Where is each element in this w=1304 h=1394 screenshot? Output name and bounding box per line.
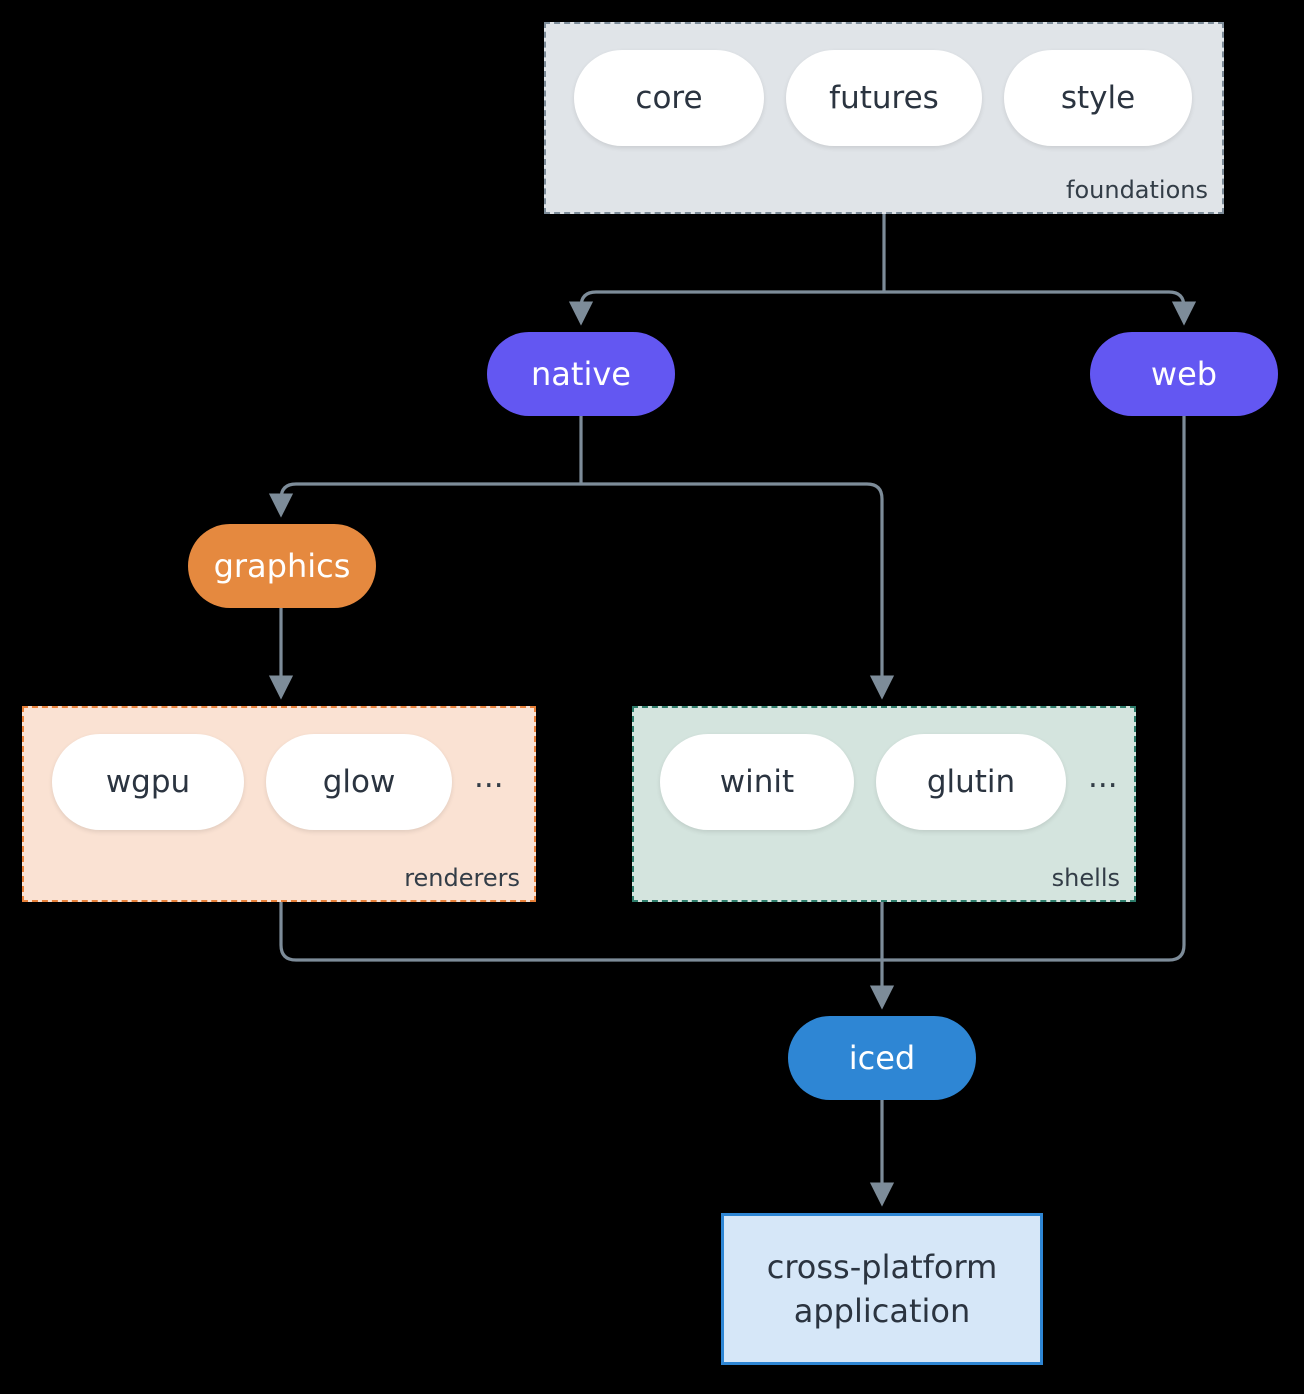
node-glutin-label: glutin <box>926 764 1016 800</box>
node-web-label: web <box>1150 355 1218 393</box>
node-web[interactable]: web <box>1090 332 1278 416</box>
group-renderers-items: wgpu glow ... <box>52 734 504 830</box>
renderers-more-ellipsis: ... <box>474 758 504 795</box>
node-native-label: native <box>531 355 631 393</box>
group-shells: winit glutin ... shells <box>632 706 1136 902</box>
group-foundations-items: core futures style <box>574 50 1192 146</box>
node-glutin[interactable]: glutin <box>876 734 1066 830</box>
shells-more-ellipsis: ... <box>1088 758 1118 795</box>
node-glow-label: glow <box>322 764 396 800</box>
edge-native-to-shells <box>581 482 895 700</box>
group-shells-label: shells <box>1051 864 1120 892</box>
node-winit[interactable]: winit <box>660 734 854 830</box>
group-shells-items: winit glutin ... <box>660 734 1118 830</box>
node-core[interactable]: core <box>574 50 764 146</box>
node-glow[interactable]: glow <box>266 734 452 830</box>
node-style-label: style <box>1060 80 1136 116</box>
node-graphics[interactable]: graphics <box>188 524 376 608</box>
group-foundations: core futures style foundations <box>544 22 1224 214</box>
group-renderers: wgpu glow ... renderers <box>22 706 536 902</box>
group-renderers-label: renderers <box>404 864 520 892</box>
node-application-label-line1: cross-platform <box>766 1247 998 1286</box>
node-style[interactable]: style <box>1004 50 1192 146</box>
edge-renderers-to-merge <box>279 902 882 962</box>
node-iced[interactable]: iced <box>788 1016 976 1100</box>
node-winit-label: winit <box>719 764 795 800</box>
node-iced-label: iced <box>848 1039 916 1077</box>
node-wgpu-label: wgpu <box>105 764 191 800</box>
edge-native-to-graphics <box>268 482 581 518</box>
node-futures[interactable]: futures <box>786 50 982 146</box>
node-native[interactable]: native <box>487 332 675 416</box>
node-futures-label: futures <box>829 80 939 116</box>
node-wgpu[interactable]: wgpu <box>52 734 244 830</box>
node-core-label: core <box>635 80 703 116</box>
node-application-label-line2: application <box>793 1292 971 1330</box>
node-graphics-label: graphics <box>213 547 351 585</box>
node-cross-platform-application[interactable]: cross-platform application <box>721 1213 1043 1365</box>
edge-foundations-to-native <box>568 290 884 326</box>
edge-foundations-to-web <box>884 290 1197 326</box>
group-foundations-label: foundations <box>1066 176 1208 204</box>
